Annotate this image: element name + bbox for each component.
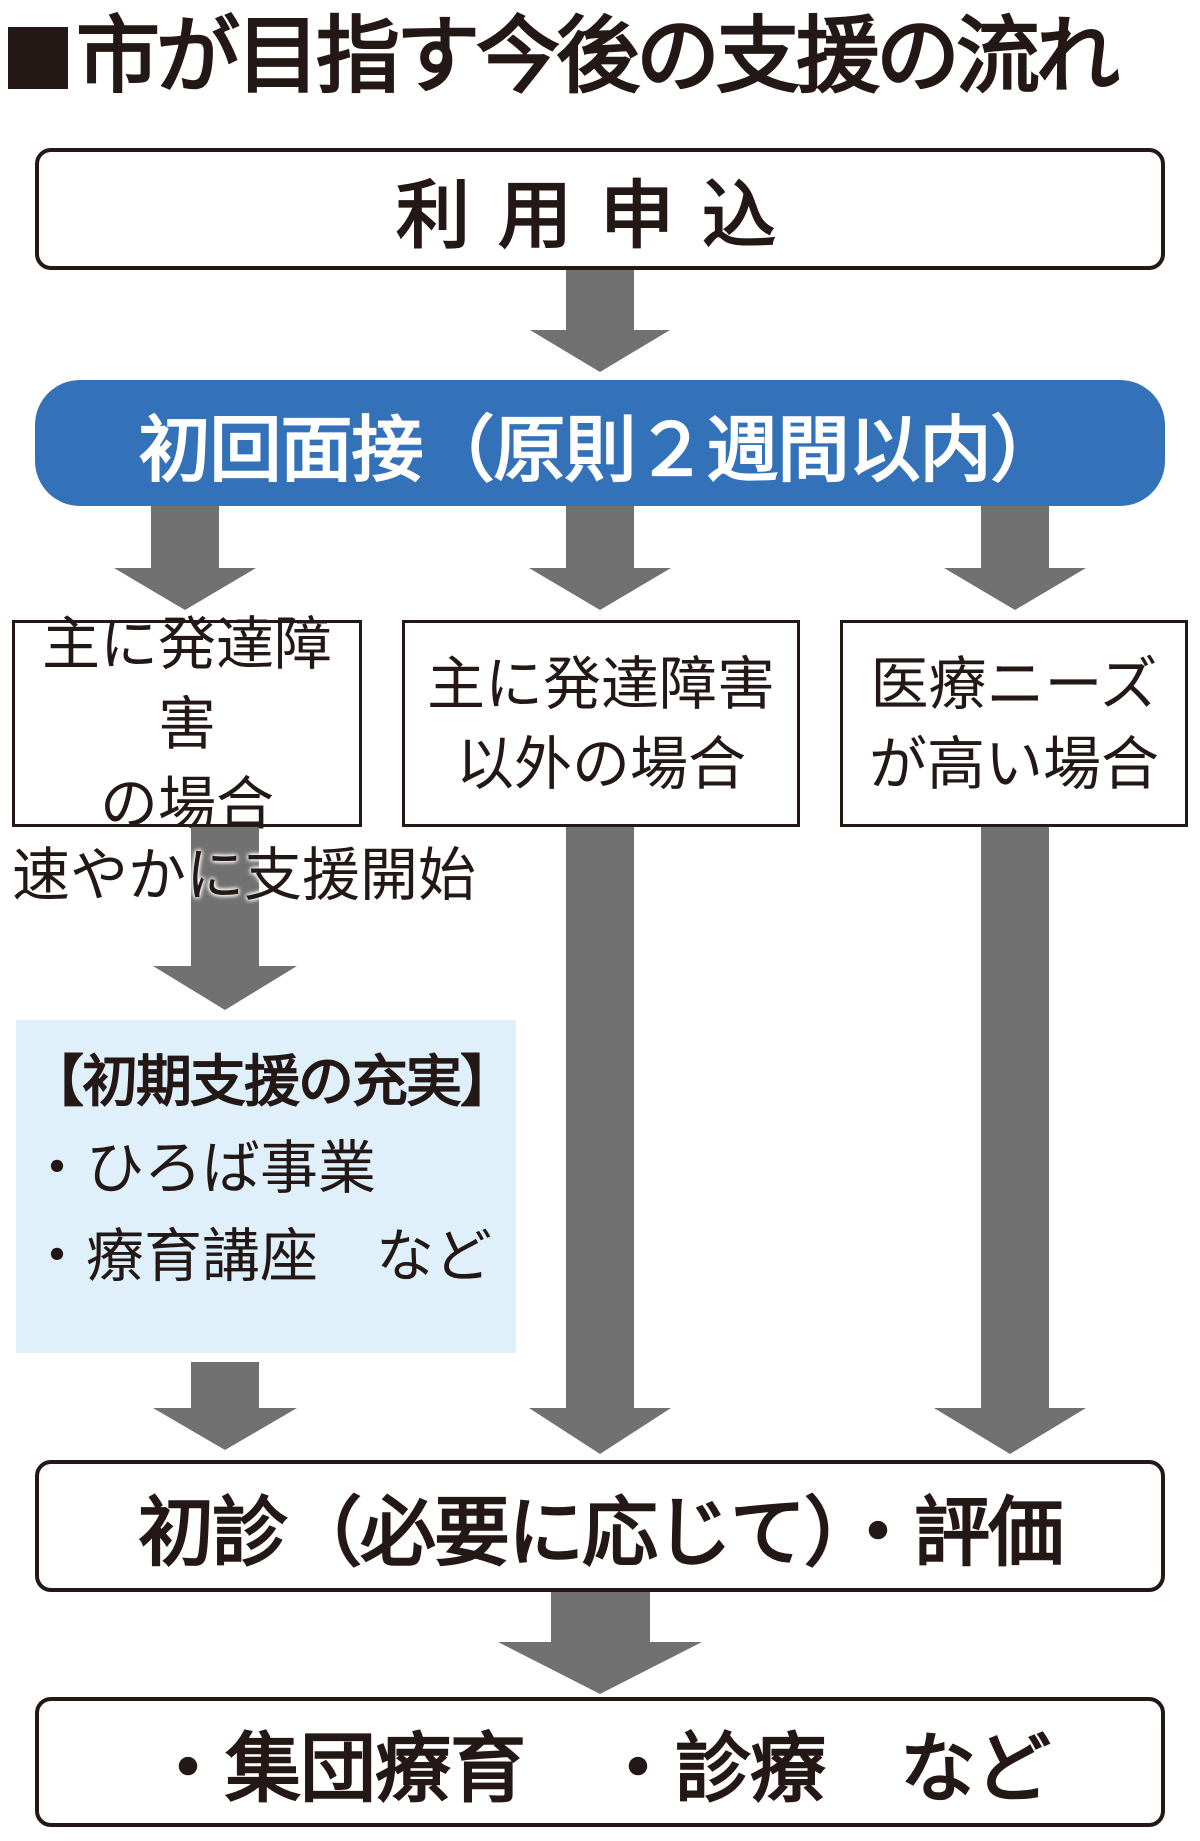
arrow-early-support-to-evaluation: [153, 1362, 297, 1450]
title-text: 市が目指す今後の支援の流れ: [76, 7, 1120, 105]
step-final-services: ・集団療育 ・診療 など: [35, 1697, 1165, 1827]
step-evaluation: 初診（必要に応じて）・評価: [35, 1460, 1165, 1592]
quick-start-note: 速やかに支援開始: [12, 841, 477, 909]
branch-line: が高い場合: [868, 729, 1159, 798]
arrow-evaluation-to-final: [498, 1592, 702, 1694]
arrow-branch-non-developmental-to-evaluation: [529, 827, 671, 1454]
branch-line: 医療ニーズ: [870, 649, 1158, 718]
step-application-label: 利用申込: [396, 172, 804, 259]
arrow-interview-to-branch-non-developmental: [529, 506, 671, 610]
arrow-interview-to-branch-developmental: [114, 506, 256, 610]
branch-line: 主に発達障害: [41, 609, 332, 758]
step-evaluation-label: 初診（必要に応じて）・評価: [138, 1488, 1064, 1577]
diagram-title: 市が目指す今後の支援の流れ: [8, 6, 1198, 106]
early-support-item: ・療育講座 など: [28, 1222, 493, 1290]
step-initial-interview-label: 初回面接（原則２週間以内）: [138, 407, 1062, 492]
branch-non-developmental: 主に発達障害 以外の場合: [402, 620, 800, 827]
arrow-interview-to-branch-medical: [944, 506, 1086, 610]
step-final-services-label: ・集団療育 ・診療 など: [150, 1724, 1051, 1813]
branch-line: 主に発達障害: [426, 649, 775, 718]
step-application: 利用申込: [35, 148, 1165, 270]
arrow-branch-developmental-to-early-support: [153, 827, 297, 1010]
early-support-item: ・ひろば事業: [28, 1134, 377, 1202]
branch-high-medical-needs: 医療ニーズ が高い場合: [840, 620, 1188, 827]
early-support-box: 【初期支援の充実】 ・ひろば事業 ・療育講座 など: [16, 1020, 516, 1353]
arrow-branch-medical-to-evaluation: [934, 827, 1086, 1454]
branch-developmental-disability: 主に発達障害 の場合: [12, 610, 362, 838]
branch-line: 以外の場合: [455, 729, 746, 798]
early-support-heading: 【初期支援の充実】: [28, 1050, 516, 1115]
step-initial-interview: 初回面接（原則２週間以内）: [35, 380, 1165, 506]
branch-line: の場合: [99, 769, 274, 838]
title-square-marker-icon: [8, 27, 68, 89]
arrow-application-to-interview: [530, 270, 670, 372]
